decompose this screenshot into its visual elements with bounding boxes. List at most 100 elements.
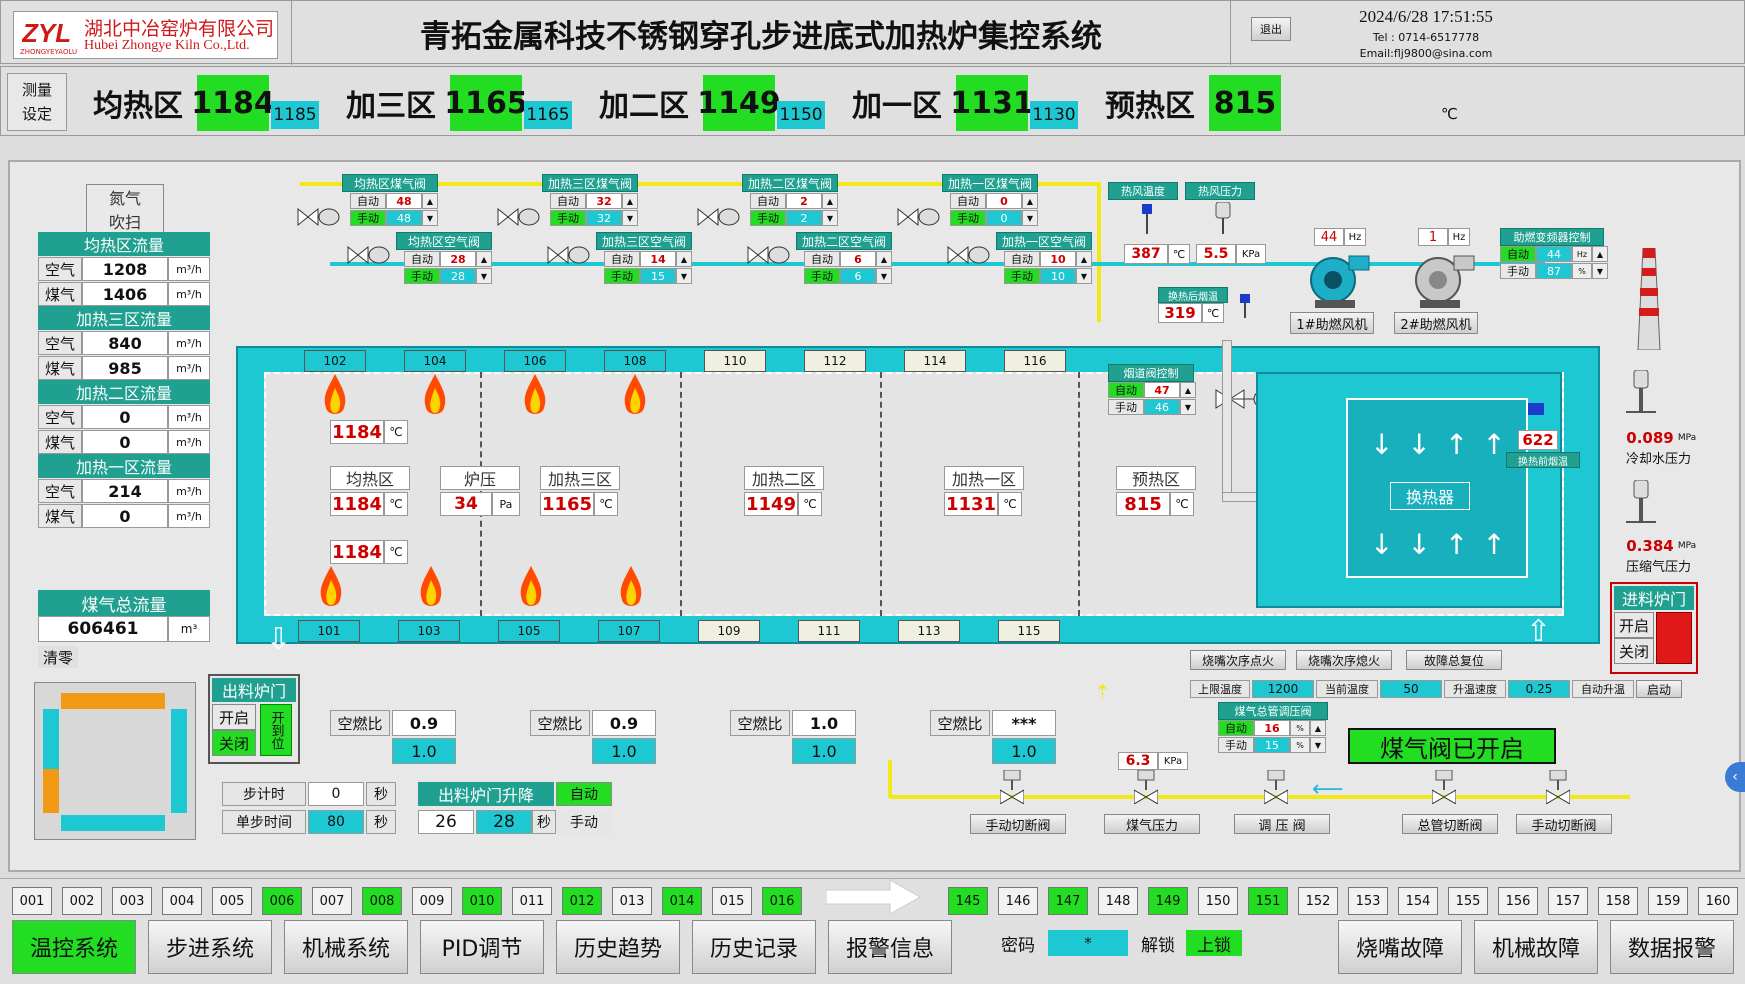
- air-control-valve-icon[interactable]: [546, 244, 590, 266]
- flue-up-arrow-icon[interactable]: ▲: [1180, 382, 1196, 398]
- page-button[interactable]: 156: [1498, 887, 1538, 915]
- page-button[interactable]: 011: [512, 887, 552, 915]
- gas-line-label[interactable]: 手动切断阀: [970, 814, 1066, 834]
- gas-0-manual-value[interactable]: 48: [386, 210, 422, 226]
- nav-fault-button[interactable]: 机械故障: [1474, 920, 1598, 974]
- air-2-auto-mode[interactable]: 自动: [804, 251, 840, 267]
- air-fuel-set[interactable]: 1.0: [792, 738, 856, 764]
- step-count-value[interactable]: 0: [308, 782, 364, 806]
- nav-button[interactable]: PID调节: [420, 920, 544, 974]
- air-control-valve-icon[interactable]: [346, 244, 390, 266]
- page-button[interactable]: 149: [1148, 887, 1188, 915]
- auto-heat-start[interactable]: 启动: [1636, 680, 1682, 698]
- air-3-up-arrow-icon[interactable]: ▲: [1076, 251, 1092, 267]
- exit-button[interactable]: 退出: [1251, 17, 1291, 41]
- gas-control-valve-icon[interactable]: [896, 206, 940, 228]
- gas-1-up-arrow-icon[interactable]: ▲: [622, 193, 638, 209]
- flue-down-arrow-icon[interactable]: ▼: [1180, 399, 1196, 415]
- page-button[interactable]: 145: [948, 887, 988, 915]
- gas-0-auto-mode[interactable]: 自动: [350, 193, 386, 209]
- gas-control-valve-icon[interactable]: [296, 206, 340, 228]
- gas-line-label[interactable]: 煤气压力: [1104, 814, 1200, 834]
- air-0-manual-value[interactable]: 28: [440, 268, 476, 284]
- seq-ignite-button[interactable]: 烧嘴次序点火: [1190, 650, 1286, 670]
- air-control-valve-icon[interactable]: [946, 244, 990, 266]
- heat-rate-value[interactable]: 0.25: [1508, 680, 1570, 698]
- page-button[interactable]: 146: [998, 887, 1038, 915]
- page-button[interactable]: 009: [412, 887, 452, 915]
- page-button[interactable]: 160: [1698, 887, 1738, 915]
- air-fuel-set[interactable]: 1.0: [592, 738, 656, 764]
- nav-button[interactable]: 历史记录: [692, 920, 816, 974]
- step-single-value[interactable]: 80: [308, 810, 364, 834]
- page-button[interactable]: 148: [1098, 887, 1138, 915]
- unlock-button[interactable]: 解锁: [1130, 930, 1186, 956]
- flue-auto-mode[interactable]: 自动: [1108, 382, 1144, 398]
- vfd-manual-value[interactable]: 87: [1536, 263, 1572, 279]
- gas-main-auto-value[interactable]: 16: [1254, 720, 1290, 736]
- fan1-label[interactable]: 1#助燃风机: [1290, 312, 1374, 334]
- gas-line-valve-icon[interactable]: [1546, 770, 1570, 804]
- burner-top[interactable]: 116: [1004, 350, 1066, 372]
- nav-button[interactable]: 步进系统: [148, 920, 272, 974]
- air-2-manual-value[interactable]: 6: [840, 268, 876, 284]
- gas-line-valve-icon[interactable]: [1432, 770, 1456, 804]
- page-button[interactable]: 151: [1248, 887, 1288, 915]
- gas-1-auto-mode[interactable]: 自动: [550, 193, 586, 209]
- vfd-auto-value[interactable]: 44: [1536, 246, 1572, 262]
- fan1-icon[interactable]: [1305, 250, 1371, 308]
- gas-3-auto-value[interactable]: 0: [986, 193, 1022, 209]
- page-button[interactable]: 005: [212, 887, 252, 915]
- gas-2-up-arrow-icon[interactable]: ▲: [822, 193, 838, 209]
- zone-setpoint-set[interactable]: 1165: [524, 101, 572, 129]
- seq-off-button[interactable]: 烧嘴次序熄火: [1296, 650, 1392, 670]
- nav-button[interactable]: 温控系统: [12, 920, 136, 974]
- gas-0-auto-value[interactable]: 48: [386, 193, 422, 209]
- gas-control-valve-icon[interactable]: [696, 206, 740, 228]
- vfd-manual-mode[interactable]: 手动: [1500, 263, 1536, 279]
- lock-button[interactable]: 上锁: [1186, 930, 1242, 956]
- air-0-down-arrow-icon[interactable]: ▼: [476, 268, 492, 284]
- air-control-valve-icon[interactable]: [746, 244, 790, 266]
- burner-top[interactable]: 112: [804, 350, 866, 372]
- air-fuel-set[interactable]: 1.0: [392, 738, 456, 764]
- door-lift-auto[interactable]: 自动: [556, 782, 612, 806]
- page-button[interactable]: 157: [1548, 887, 1588, 915]
- door-lift-v2[interactable]: 28: [476, 810, 532, 834]
- air-1-down-arrow-icon[interactable]: ▼: [676, 268, 692, 284]
- nav-button[interactable]: 历史趋势: [556, 920, 680, 974]
- burner-bottom[interactable]: 101: [298, 620, 360, 642]
- gas-control-valve-icon[interactable]: [496, 206, 540, 228]
- feed-door-close[interactable]: 关闭: [1614, 638, 1654, 664]
- discharge-door-close[interactable]: 关闭: [212, 730, 256, 756]
- nav-fault-button[interactable]: 数据报警: [1610, 920, 1734, 974]
- air-1-auto-value[interactable]: 14: [640, 251, 676, 267]
- burner-top[interactable]: 106: [504, 350, 566, 372]
- gas-main-up-arrow-icon[interactable]: ▲: [1310, 720, 1326, 736]
- burner-bottom[interactable]: 105: [498, 620, 560, 642]
- page-button[interactable]: 013: [612, 887, 652, 915]
- nav-button[interactable]: 报警信息: [828, 920, 952, 974]
- air-2-manual-mode[interactable]: 手动: [804, 268, 840, 284]
- gas-main-auto-mode[interactable]: 自动: [1218, 720, 1254, 736]
- gas-3-auto-mode[interactable]: 自动: [950, 193, 986, 209]
- air-1-up-arrow-icon[interactable]: ▲: [676, 251, 692, 267]
- page-button[interactable]: 155: [1448, 887, 1488, 915]
- gas-0-manual-mode[interactable]: 手动: [350, 210, 386, 226]
- page-button[interactable]: 010: [462, 887, 502, 915]
- gas-3-manual-mode[interactable]: 手动: [950, 210, 986, 226]
- upper-limit-value[interactable]: 1200: [1252, 680, 1314, 698]
- gas-0-down-arrow-icon[interactable]: ▼: [422, 210, 438, 226]
- gas-1-manual-mode[interactable]: 手动: [550, 210, 586, 226]
- zone-setpoint-set[interactable]: 1130: [1030, 101, 1078, 129]
- gas-3-up-arrow-icon[interactable]: ▲: [1022, 193, 1038, 209]
- gas-2-manual-mode[interactable]: 手动: [750, 210, 786, 226]
- fault-reset-button[interactable]: 故障总复位: [1406, 650, 1502, 670]
- air-fuel-set[interactable]: 1.0: [992, 738, 1056, 764]
- air-1-auto-mode[interactable]: 自动: [604, 251, 640, 267]
- flue-manual-mode[interactable]: 手动: [1108, 399, 1144, 415]
- burner-top[interactable]: 108: [604, 350, 666, 372]
- page-button[interactable]: 150: [1198, 887, 1238, 915]
- nav-button[interactable]: 机械系统: [284, 920, 408, 974]
- gas-2-auto-mode[interactable]: 自动: [750, 193, 786, 209]
